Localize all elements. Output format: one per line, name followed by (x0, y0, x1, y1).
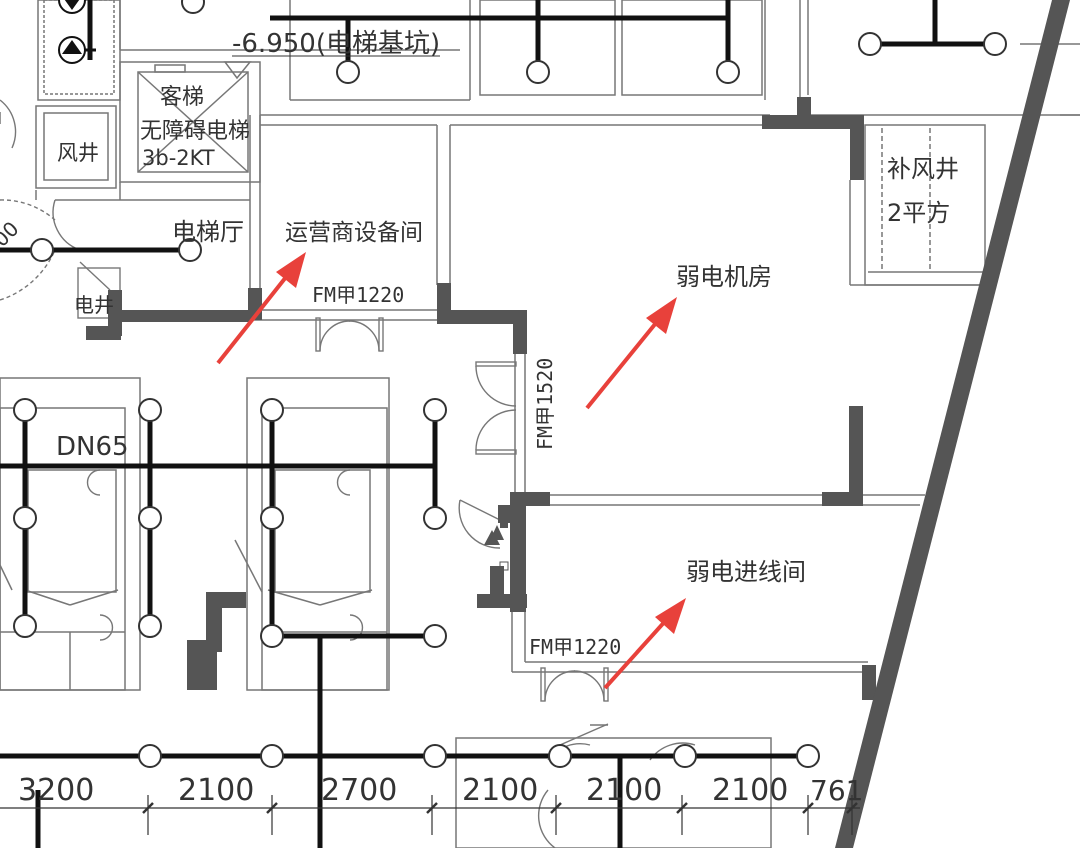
dim-1: 3200 (18, 773, 94, 808)
door-swings (0, 99, 696, 848)
supply-air-shaft-label: 补风井 (887, 155, 959, 183)
carrier-room-label: 运营商设备间 (285, 220, 423, 246)
dimension-line (0, 795, 860, 835)
weak-current-room-label: 弱电机房 (676, 263, 772, 291)
dim-3: 2700 (321, 773, 397, 808)
supply-air-area-label: 2平方 (887, 199, 950, 227)
dim-5: 2100 (586, 773, 662, 808)
walls (86, 0, 1070, 848)
door-fm1520-label: FM甲1520 (533, 358, 557, 450)
passenger-elevator-label: 客梯 (160, 85, 204, 110)
partial-dim-label: 00 (0, 217, 24, 252)
elevator-code-label: 3b-2KT (142, 146, 215, 170)
fixture-marks (484, 522, 509, 571)
arrow-weak-room-icon (646, 297, 677, 334)
door-fm1220-b-label: FM甲1220 (529, 635, 621, 659)
air-shaft-label: 风井 (57, 141, 99, 165)
accessible-elevator-label: 无障碍电梯 (140, 119, 250, 144)
dim-6: 2100 (712, 773, 788, 808)
dim-4: 2100 (462, 773, 538, 808)
pipe-size-label: DN65 (56, 432, 129, 462)
arrow-incoming-room-icon (655, 598, 686, 634)
text-labels: -6.950(电梯基坑) 客梯 无障碍电梯 3b-2KT 风井 电梯厅 运营商设… (0, 29, 959, 659)
annotation-arrows (216, 252, 686, 690)
dim-2: 2100 (178, 773, 254, 808)
weak-incoming-room-label: 弱电进线间 (686, 558, 806, 586)
arrow-carrier-room-icon (276, 252, 306, 288)
electric-shaft-label: 电井 (74, 293, 114, 317)
dimension-labels: 3200 2100 2700 2100 2100 2100 761 (18, 773, 863, 808)
door-fm1220-a-label: FM甲1220 (312, 283, 404, 307)
sprinkler-nodes (13, 0, 1007, 768)
pit-level-label: -6.950(电梯基坑) (232, 29, 440, 59)
elevator-hall-label: 电梯厅 (172, 218, 244, 246)
dim-7: 761 (810, 774, 863, 807)
pump-symbols (58, 0, 96, 64)
